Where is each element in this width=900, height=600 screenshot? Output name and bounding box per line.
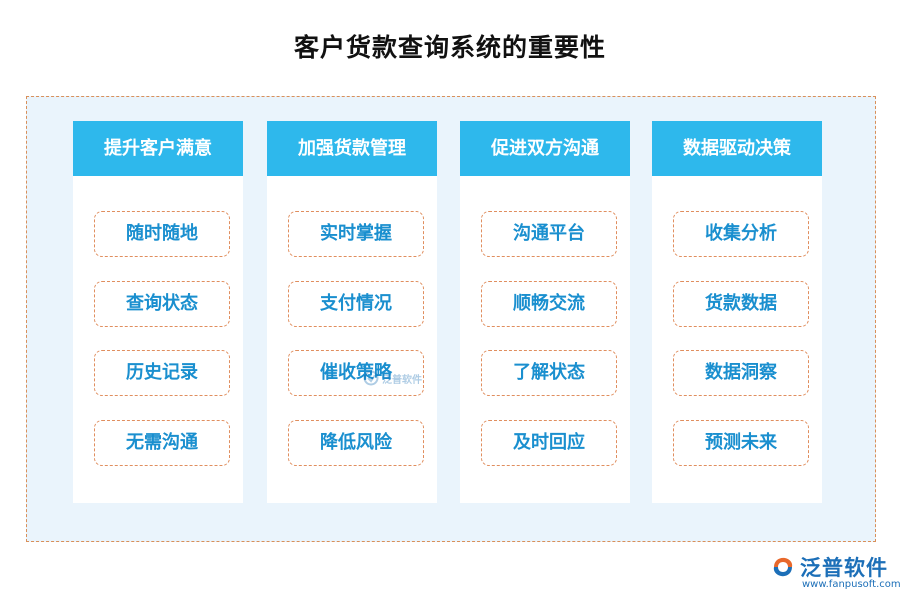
column-communication: 促进双方沟通 沟通平台 顺畅交流 了解状态 及时回应 <box>460 121 630 503</box>
column-item: 收集分析 <box>673 211 809 257</box>
column-item: 货款数据 <box>673 281 809 327</box>
column-item: 及时回应 <box>481 420 617 466</box>
column-payment-management: 加强货款管理 实时掌握 支付情况 催收策略 降低风险 <box>267 121 437 503</box>
column-improve-satisfaction: 提升客户满意 随时随地 查询状态 历史记录 无需沟通 <box>73 121 243 503</box>
column-header: 数据驱动决策 <box>652 121 822 176</box>
column-item: 历史记录 <box>94 350 230 396</box>
column-item: 支付情况 <box>288 281 424 327</box>
brand-logo-icon <box>773 557 793 577</box>
column-item: 查询状态 <box>94 281 230 327</box>
column-item: 无需沟通 <box>94 420 230 466</box>
column-item: 预测未来 <box>673 420 809 466</box>
brand-logo-url: www.fanpusoft.com <box>802 579 900 590</box>
column-item: 催收策略 <box>288 350 424 396</box>
column-header: 提升客户满意 <box>73 121 243 176</box>
column-item: 了解状态 <box>481 350 617 396</box>
brand-logo: 泛普软件 www.fanpusoft.com <box>770 552 900 594</box>
column-item: 随时随地 <box>94 211 230 257</box>
column-item: 降低风险 <box>288 420 424 466</box>
column-item: 实时掌握 <box>288 211 424 257</box>
page-title: 客户货款查询系统的重要性 <box>293 33 606 62</box>
column-header: 加强货款管理 <box>267 121 437 176</box>
column-header: 促进双方沟通 <box>460 121 630 176</box>
brand-logo-name: 泛普软件 <box>800 556 888 580</box>
column-data-driven: 数据驱动决策 收集分析 货款数据 数据洞察 预测未来 <box>652 121 822 503</box>
column-item: 顺畅交流 <box>481 281 617 327</box>
column-item: 数据洞察 <box>673 350 809 396</box>
column-item: 沟通平台 <box>481 211 617 257</box>
